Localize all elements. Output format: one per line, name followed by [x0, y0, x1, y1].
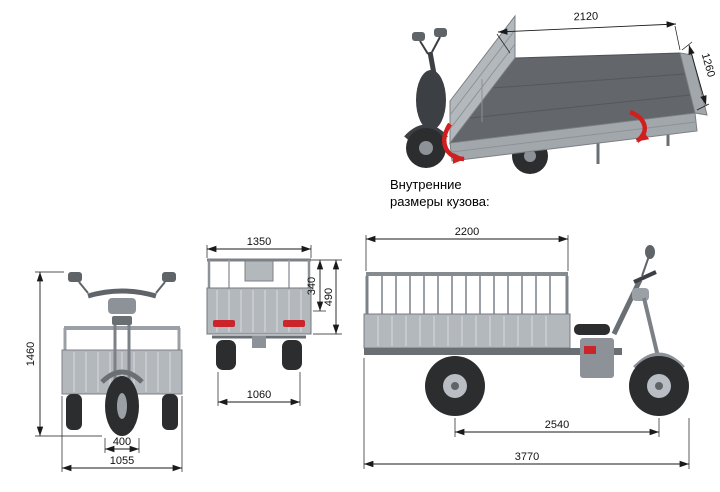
- dim-tailgate-height-value: 340: [306, 277, 318, 295]
- side-view: 2200 2540 3770: [363, 226, 690, 469]
- front-right-mirror: [162, 272, 176, 282]
- dim-overall-length-value: 3770: [515, 451, 539, 463]
- dim-overall-height: 1460: [25, 271, 102, 437]
- handlebar: [87, 288, 157, 299]
- dim-top-width-value: 1350: [247, 236, 271, 248]
- seat: [574, 324, 610, 335]
- tailgate: [206, 287, 312, 335]
- dim-side-height: 490: [313, 259, 342, 335]
- battery-box: [580, 338, 614, 378]
- front-view-drawing: [61, 272, 183, 436]
- cargo-box-side: [363, 313, 571, 349]
- front-left-mirror: [68, 272, 82, 282]
- dim-wheelbase-value: 2540: [545, 419, 569, 431]
- dim-overall-width: 1055: [61, 396, 183, 472]
- fold-arrow-right: [629, 109, 650, 143]
- dim-bed-width-value: 1260: [699, 52, 717, 79]
- dim-bed-length: 2120: [496, 11, 681, 54]
- dim-side-height-value: 490: [323, 288, 335, 306]
- fold-arrow-left: [442, 122, 465, 164]
- front-fender: [100, 369, 144, 384]
- hitch: [252, 336, 266, 348]
- dim-side-bed-length-value: 2200: [455, 226, 479, 238]
- rear-view: 1350 340 490 1060: [206, 236, 342, 406]
- dim-inner-width-value: 1060: [247, 389, 271, 401]
- dim-top-width: 1350: [206, 236, 312, 258]
- left-taillight: [213, 320, 235, 327]
- front-view: 1460 400 1055: [25, 271, 183, 472]
- photo-caption-line2: размеры кузова:: [390, 194, 490, 209]
- dim-overall-width-value: 1055: [110, 455, 134, 467]
- rear-left-wheel: [216, 340, 236, 370]
- dim-wheelbase: 2540: [454, 418, 660, 437]
- dim-overall-length: 3770: [363, 358, 690, 469]
- dim-height-value: 1460: [25, 342, 37, 366]
- rear-right-wheel: [282, 340, 302, 370]
- rear-view-drawing: [206, 258, 312, 370]
- dim-inner-width: 1060: [217, 372, 301, 406]
- right-taillight: [283, 320, 305, 327]
- dim-bed-length-value: 2120: [573, 11, 598, 24]
- rear-center-panel: [244, 260, 274, 282]
- dim-tailgate-height: 340: [306, 259, 342, 312]
- photo-trike-drawing: [404, 14, 708, 174]
- mirror-side: [645, 245, 655, 259]
- headlight: [112, 316, 132, 325]
- dim-wheel-width: 400: [104, 436, 140, 453]
- dim-side-bed-length: 2200: [365, 226, 569, 271]
- dim-wheel-width-value: 400: [113, 436, 131, 448]
- photo-front-scooter: [404, 28, 448, 168]
- side-view-drawing: [363, 245, 689, 416]
- chassis: [364, 348, 622, 355]
- handlebar-side: [633, 270, 657, 284]
- photo-caption: Внутренние размеры кузова:: [390, 176, 550, 210]
- photo-view: 2120 1260: [404, 11, 717, 174]
- photo-caption-line1: Внутренние: [390, 177, 462, 192]
- headlight-side: [632, 288, 649, 301]
